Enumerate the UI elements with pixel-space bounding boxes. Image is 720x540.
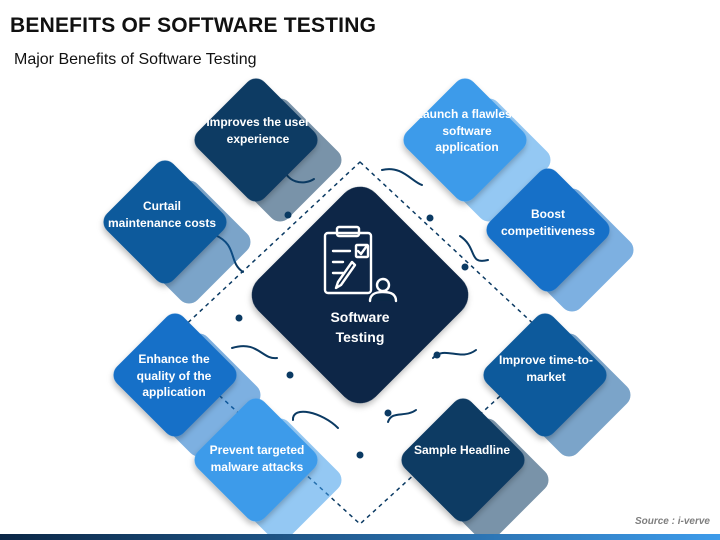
connector-dot xyxy=(235,314,243,322)
benefit-diamond-enhance xyxy=(113,313,237,437)
connector-launch xyxy=(381,168,423,186)
slide-title: BENEFITS OF SOFTWARE TESTING xyxy=(10,14,377,37)
benefit-label-improves: Improves the user experience xyxy=(206,115,310,146)
connector-dot xyxy=(384,409,392,417)
benefit-diamond-curtail xyxy=(103,160,227,284)
benefit-label-prevent: Prevent targeted malware attacks xyxy=(209,443,305,474)
center-label: Software Testing xyxy=(300,308,420,347)
benefit-label-boost: Boost competitiveness xyxy=(500,207,596,238)
connector-prevent xyxy=(291,410,339,429)
benefit-label-sample: Sample Headline xyxy=(413,443,511,457)
benefit-label-enhance: Enhance the quality of the application xyxy=(136,352,212,400)
center-label-line1: Software xyxy=(330,309,390,325)
benefit-diamond-prevent xyxy=(194,398,318,522)
connector-dot xyxy=(433,351,441,359)
benefit-label-launch: Launch a flawless software application xyxy=(415,107,519,155)
connector-boost xyxy=(459,235,489,262)
benefit-diamond-launch xyxy=(403,78,527,202)
slide-subtitle: Major Benefits of Software Testing xyxy=(14,51,257,68)
dashed-ring xyxy=(163,161,557,525)
connector-dot xyxy=(461,263,469,271)
benefit-diamond-improves xyxy=(194,78,318,202)
connector-sample xyxy=(387,409,417,423)
center-diamond xyxy=(251,186,469,404)
connector-dot xyxy=(426,214,434,222)
source-note: Source : i-verve xyxy=(634,516,710,527)
connector-enhance xyxy=(231,345,278,360)
benefit-diamond-sample xyxy=(401,398,525,522)
connector-dot xyxy=(286,371,294,379)
bottom-bar xyxy=(0,534,720,540)
clipboard-checklist-user-icon xyxy=(323,225,398,303)
benefit-diamond-boost xyxy=(486,168,610,292)
center-label-line2: Testing xyxy=(335,328,385,345)
benefit-label-curtail: Curtail maintenance costs xyxy=(107,199,217,230)
benefit-label-time: Improve time-to-market xyxy=(498,353,593,384)
benefit-diamond-time xyxy=(483,313,607,437)
connector-dot xyxy=(356,451,364,459)
